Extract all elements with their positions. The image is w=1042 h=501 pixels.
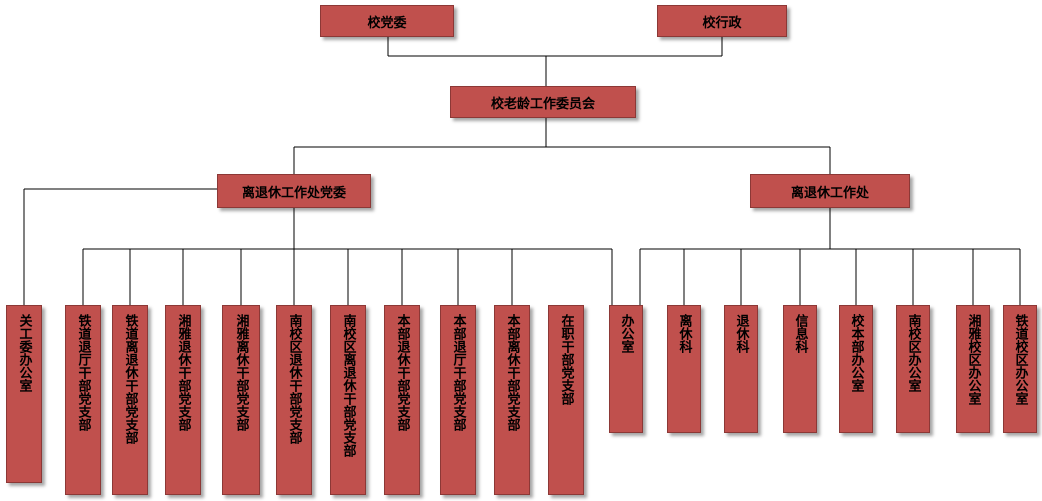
party-unit-label: 湘雅退休干部党支部 bbox=[175, 314, 191, 431]
party-unit-1: 铁道退厅干部党支部 bbox=[65, 305, 101, 495]
office-unit-0: 办公室 bbox=[609, 305, 643, 433]
office-unit-7: 铁道校区办公室 bbox=[1003, 305, 1037, 433]
office-unit-2: 退休科 bbox=[724, 305, 758, 433]
party-unit-2: 铁道离退休干部党支部 bbox=[112, 305, 148, 495]
administration-box: 校行政 bbox=[657, 5, 787, 37]
aging-work-committee-box: 校老龄工作委员会 bbox=[450, 86, 636, 118]
party-unit-label: 铁道离退休干部党支部 bbox=[122, 314, 138, 444]
party-unit-label: 南校区退休干部党支部 bbox=[286, 314, 302, 444]
retiree-party-committee-label: 离退休工作处党委 bbox=[241, 185, 346, 201]
office-unit-5: 南校区办公室 bbox=[896, 305, 930, 433]
office-unit-label: 校本部办公室 bbox=[848, 314, 864, 392]
party-unit-label: 本部退休干部党支部 bbox=[394, 314, 410, 431]
office-unit-label: 铁道校区办公室 bbox=[1012, 314, 1028, 405]
administration-label: 校行政 bbox=[702, 15, 742, 31]
party-committee-box: 校党委 bbox=[320, 5, 454, 37]
office-unit-label: 湘雅校区办公室 bbox=[965, 314, 981, 405]
party-unit-label: 南校区离退休干部党支部 bbox=[340, 314, 356, 457]
aging-work-committee-label: 校老龄工作委员会 bbox=[490, 96, 595, 112]
party-unit-7: 本部退休干部党支部 bbox=[384, 305, 420, 495]
retiree-office-box: 离退休工作处 bbox=[750, 174, 910, 208]
office-unit-label: 信息科 bbox=[792, 314, 808, 353]
party-unit-5: 南校区退休干部党支部 bbox=[276, 305, 312, 495]
party-committee-label: 校党委 bbox=[367, 15, 407, 31]
party-unit-label: 铁道退厅干部党支部 bbox=[75, 314, 91, 431]
office-unit-1: 离休科 bbox=[667, 305, 701, 433]
party-unit-10: 在职干部党支部 bbox=[548, 305, 584, 495]
party-unit-8: 本部退厅干部党支部 bbox=[440, 305, 476, 495]
office-unit-6: 湘雅校区办公室 bbox=[956, 305, 990, 433]
party-unit-label: 在职干部党支部 bbox=[558, 314, 574, 405]
retiree-party-committee-box: 离退休工作处党委 bbox=[217, 174, 371, 208]
party-unit-label: 湘雅离休干部党支部 bbox=[233, 314, 249, 431]
office-unit-label: 离休科 bbox=[676, 314, 692, 353]
office-unit-label: 南校区办公室 bbox=[905, 314, 921, 392]
party-unit-label: 关工委办公室 bbox=[16, 314, 32, 392]
retiree-office-label: 离退休工作处 bbox=[790, 185, 869, 201]
office-unit-label: 退休科 bbox=[733, 314, 749, 353]
party-unit-0: 关工委办公室 bbox=[6, 305, 42, 483]
office-unit-3: 信息科 bbox=[783, 305, 817, 433]
party-unit-4: 湘雅离休干部党支部 bbox=[222, 305, 260, 495]
party-unit-9: 本部离休干部党支部 bbox=[494, 305, 530, 495]
office-unit-label: 办公室 bbox=[618, 314, 634, 353]
party-unit-label: 本部退厅干部党支部 bbox=[450, 314, 466, 431]
office-unit-4: 校本部办公室 bbox=[839, 305, 873, 433]
party-unit-label: 本部离休干部党支部 bbox=[504, 314, 520, 431]
party-unit-6: 南校区离退休干部党支部 bbox=[330, 305, 366, 495]
party-unit-3: 湘雅退休干部党支部 bbox=[165, 305, 201, 495]
